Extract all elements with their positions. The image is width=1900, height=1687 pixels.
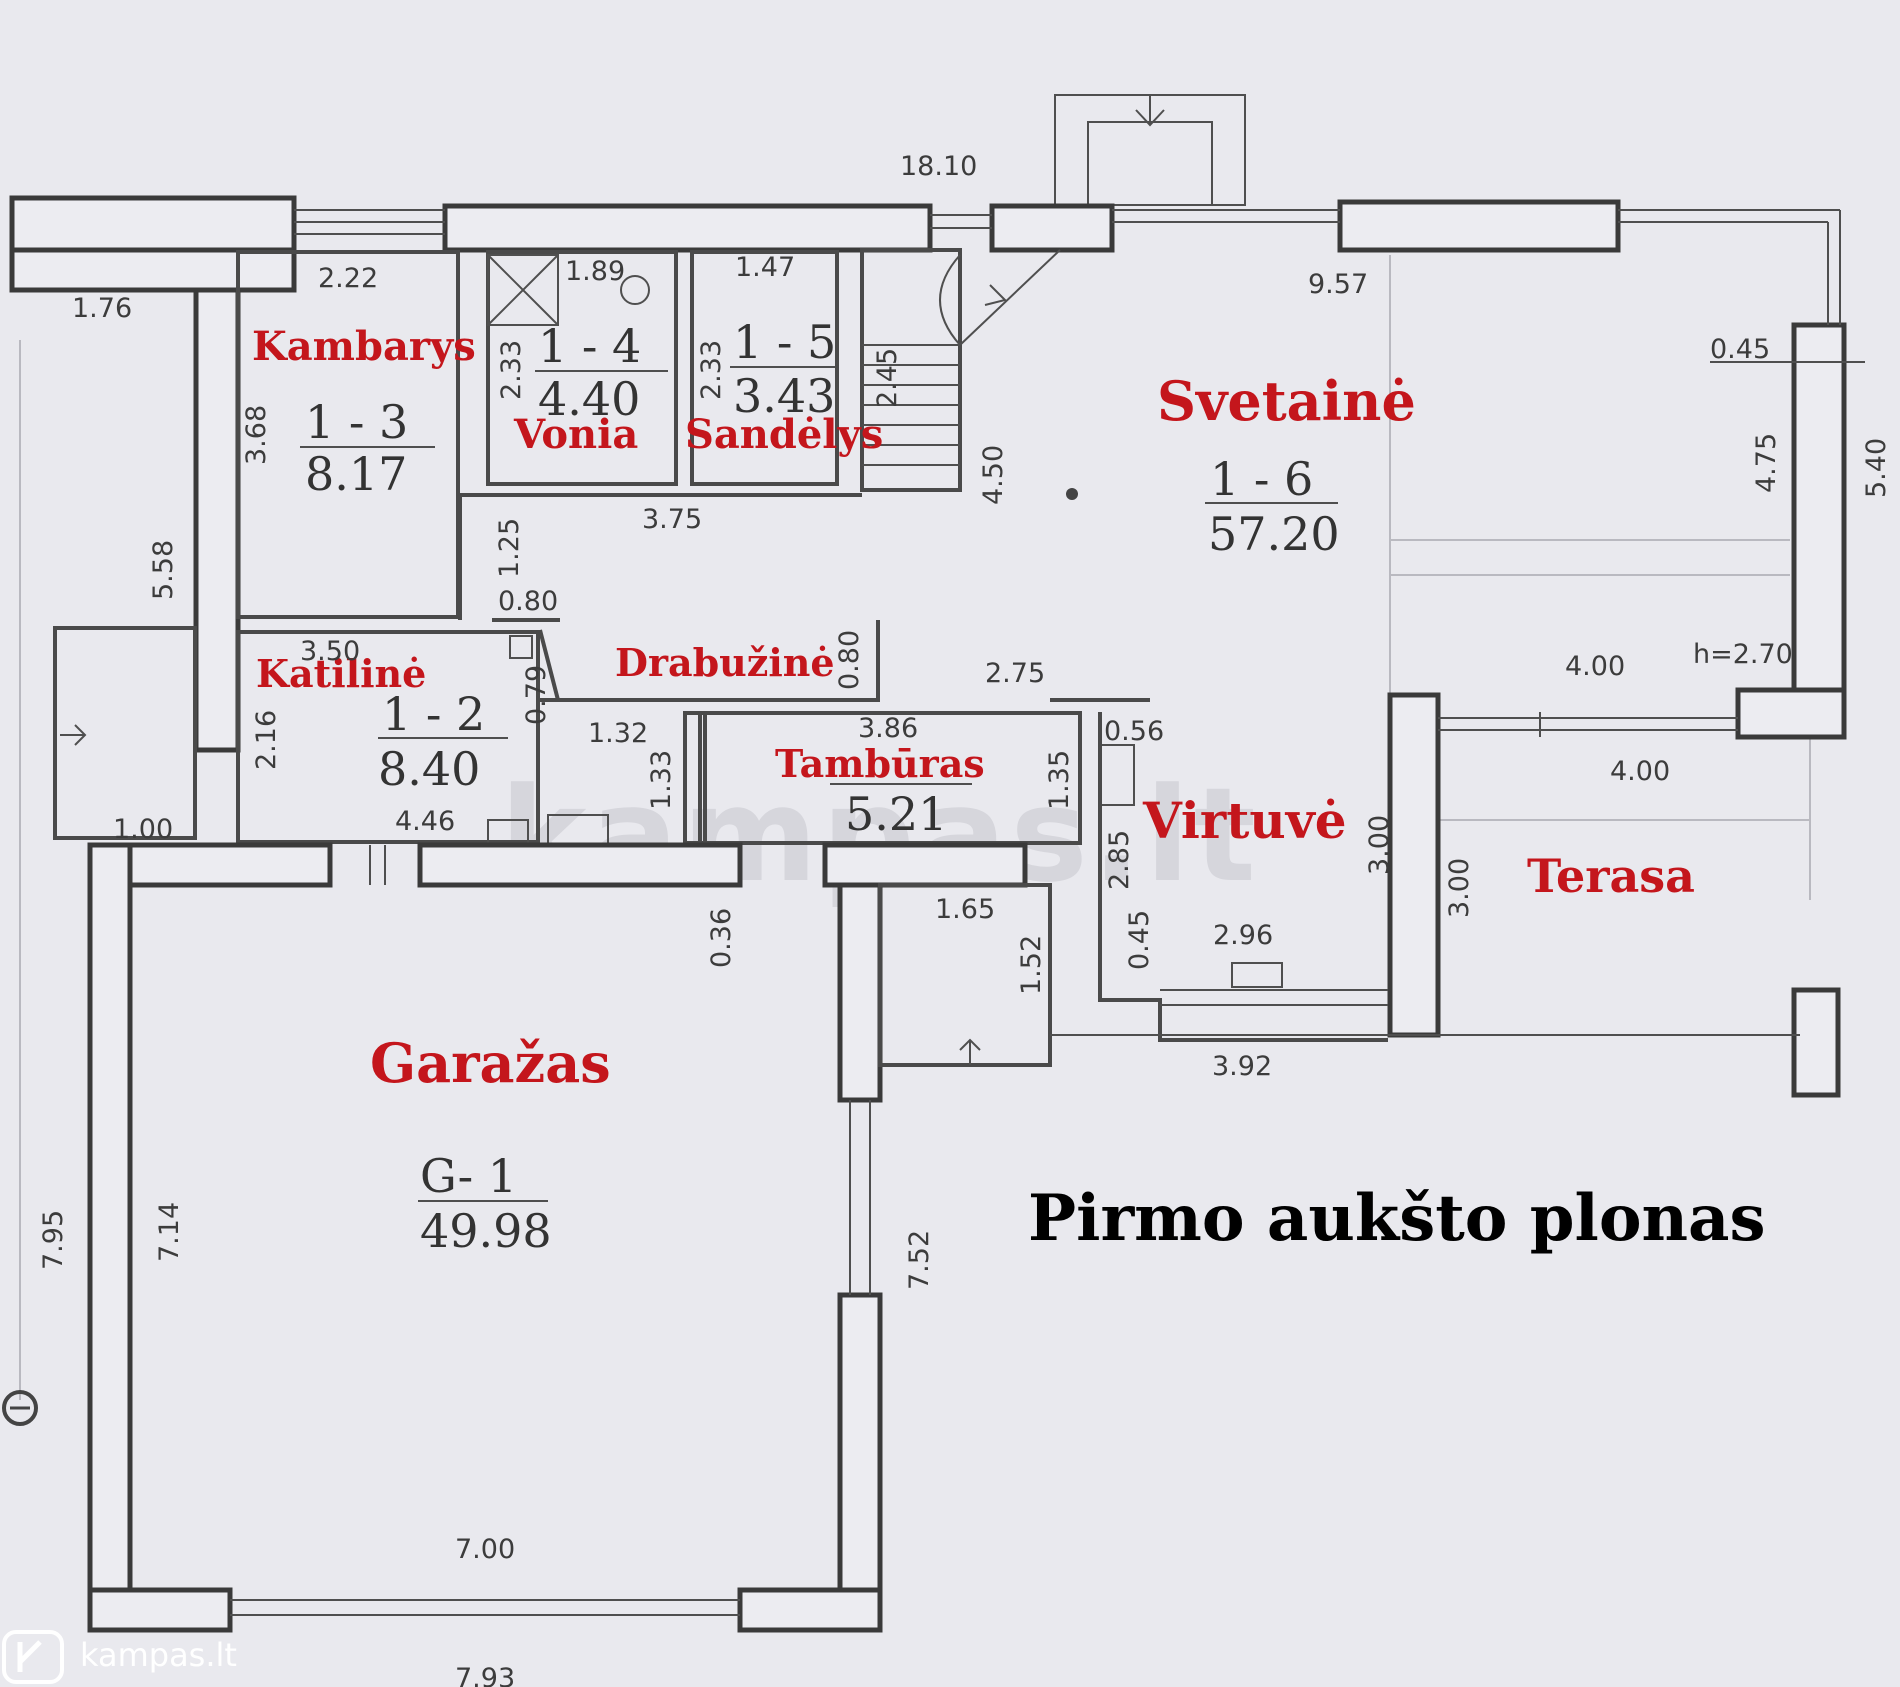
dim-vonia-h: 2.33 [496,340,527,400]
dim-katiline-w: 3.50 [300,636,360,667]
room-area-sandelys: 3.43 [733,369,835,423]
room-number-garazas: G- 1 [420,1149,517,1203]
dim-closet-h: 0.79 [521,665,552,725]
entrance-canopy [1054,94,1246,206]
dim-closet-w: 0.80 [834,630,865,690]
room-label-katiline: Katilinė [256,651,426,696]
room-area-kambarys: 8.17 [305,447,407,501]
exterior-walls [9,195,1847,1098]
dim-hall-h: 1.25 [494,518,525,578]
dim-ceiling: h=2.70 [1693,639,1793,670]
dim-terrace-top: 4.00 [1565,651,1625,682]
background-grid [19,255,1811,1400]
dim-vonia-w: 1.89 [565,256,625,287]
room-number-svetaine: 1 - 6 [1210,452,1313,506]
room-ids: 1 - 3 8.17 1 - 4 4.40 1 - 5 3.43 1 - 6 5… [300,315,1340,1258]
room-area-tamburas: 5.21 [845,787,947,841]
dim-katiline-h: 2.16 [251,710,282,770]
dim-closet-d: 1.32 [588,718,648,749]
dim-garage-inner-h: 7.14 [154,1202,185,1262]
dim-kambarys-w: 2.22 [318,263,378,294]
room-number-vonia: 1 - 4 [538,319,641,373]
dim-entry: 1.00 [113,814,173,845]
dim-kitchen-side: 3.00 [1364,815,1395,875]
dim-vestibule-w: 1.65 [935,894,995,925]
room-label-tamburas: Tambūras [775,741,985,786]
dim-right-offset: 0.45 [1710,334,1770,365]
staircase [860,248,1061,492]
dim-right-h: 4.75 [1751,433,1782,493]
dim-tambur-w: 3.86 [858,713,918,744]
room-label-svetaine: Svetainė [1157,369,1416,433]
dim-corridor: 3.75 [642,504,702,535]
room-area-katiline: 8.40 [378,742,480,796]
dim-outer-right: 5.40 [1861,438,1892,498]
dim-vestibule-h: 1.52 [1016,935,1047,995]
dim-garage-outer-w: 7.93 [455,1663,515,1687]
room-label-vonia: Vonia [513,411,638,458]
room-label-virtuve: Virtuvė [1142,791,1347,850]
dim-svetaine-w: 9.57 [1308,269,1368,300]
dim-stairs-h: 2.45 [872,348,903,408]
dim-kitchen-window: 0.45 [1124,910,1155,970]
room-area-vonia: 4.40 [538,372,640,426]
plan-title: Pirmo aukšto plonas [1028,1181,1766,1256]
brand-logo: kampas.lt [2,1630,237,1684]
dim-terasa-h: 3.00 [1444,858,1475,918]
room-label-terasa: Terasa [1527,849,1695,903]
dim-garage-side: 7.52 [904,1230,935,1290]
dim-closet-h2: 1.33 [646,750,677,810]
room-area-garazas: 49.98 [420,1204,552,1258]
dim-katiline-bottom: 4.46 [395,806,455,837]
dim-sandelys-h: 2.33 [696,340,727,400]
dim-terasa-w: 4.00 [1610,756,1670,787]
room-label-drabuzine: Drabužinė [615,640,835,685]
dim-svetaine-h: 4.50 [978,445,1009,505]
dim-hall-w: 0.80 [498,586,558,617]
dim-kambarys-h: 3.68 [241,405,272,465]
brand-logo-text: kampas.lt [80,1636,237,1674]
vertical-dimension-labels: 3.68 2.33 2.33 2.45 4.50 4.75 5.40 5.58 … [38,340,1892,1290]
dim-left-side: 5.58 [148,540,179,600]
room-label-garazas: Garažas [370,1031,611,1095]
room-area-svetaine: 57.20 [1208,507,1340,561]
dim-kitchen-w: 2.96 [1213,920,1273,951]
dim-sandelys-w: 1.47 [735,252,795,283]
dim-top-total: 18.10 [900,151,977,182]
dim-kitchen-bottom: 3.92 [1212,1051,1272,1082]
dim-kitchen-top: 2.75 [985,658,1045,689]
dim-wall-gap: 0.36 [706,908,737,968]
room-number-katiline: 1 - 2 [382,687,485,741]
room-number-kambarys: 1 - 3 [305,395,408,449]
dimension-labels: 18.10 1.76 2.22 1.89 1.47 9.57 0.45 3.75… [72,151,1865,1687]
room-number-sandelys: 1 - 5 [733,315,836,369]
dim-kitchen-jamb: 0.56 [1104,716,1164,747]
room-label-sandelys: Sandėlys [685,411,883,458]
dim-kitchen-h: 2.85 [1104,830,1135,890]
dim-tambur-h: 1.35 [1044,750,1075,810]
dim-garage-outer-h: 7.95 [38,1210,69,1270]
dim-left-wing: 1.76 [72,293,132,324]
dim-garage-inner-w: 7.00 [455,1534,515,1565]
room-label-kambarys: Kambarys [252,323,476,370]
